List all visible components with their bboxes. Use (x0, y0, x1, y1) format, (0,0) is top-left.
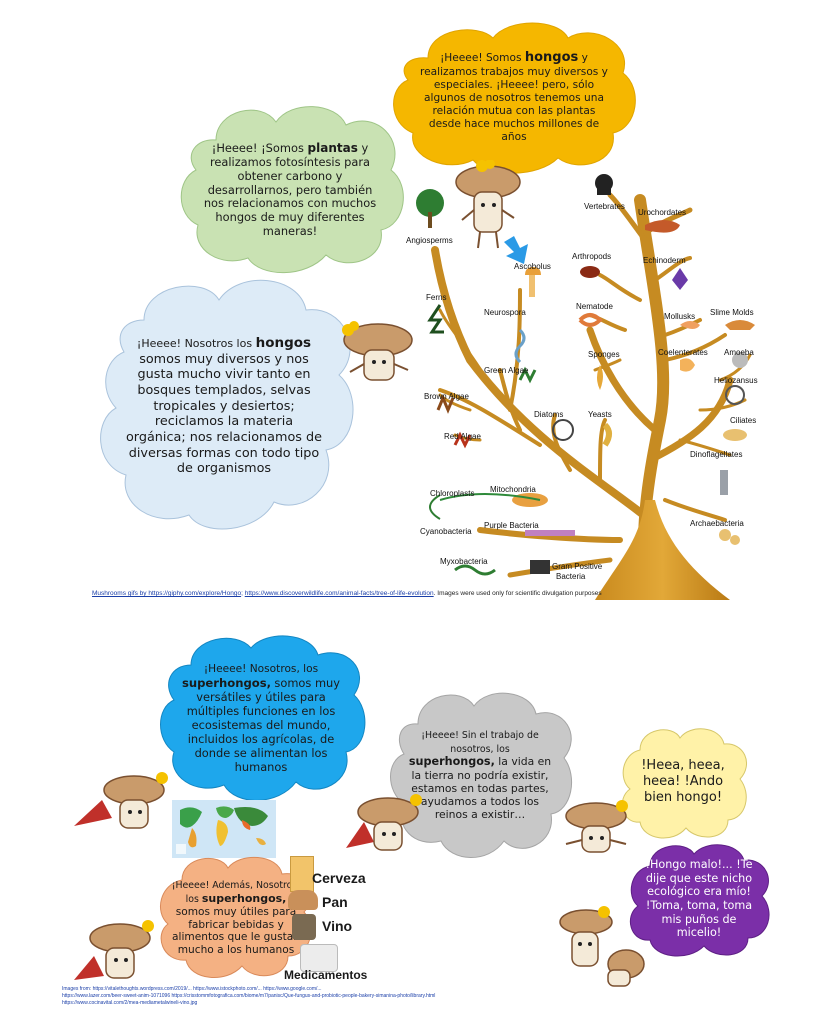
mushroom-character-icon (565, 800, 628, 853)
product-label-pan: Pan (322, 894, 348, 910)
speech-cloud-light-blue: ¡Heeee! Nosotros los hongos somos muy di… (94, 270, 356, 542)
label-gram-positive-bacteria: Bacteria (556, 572, 586, 581)
mushroom-character-icon (455, 160, 521, 249)
label-red-algae: Red Algae (444, 432, 481, 441)
label-brown-algae: Brown Algae (424, 392, 469, 401)
label-gram-positive: Gram Positive (552, 562, 603, 571)
tree-of-life-diagram (416, 174, 755, 600)
label-slime-molds: Slime Molds (710, 308, 754, 317)
label-nematode: Nematode (576, 302, 613, 311)
label-purple-bacteria: Purple Bacteria (484, 521, 539, 530)
label-coelenterates: Coelenterates (658, 348, 708, 357)
image-credits: Mushrooms gifs by https://giphy.com/expl… (92, 590, 602, 597)
world-map-image (172, 800, 276, 858)
speech-cloud-green: ¡Heeee! ¡Somos plantas y realizamos foto… (176, 100, 404, 278)
superhero-mushroom-icon (74, 772, 168, 829)
speech-cloud-blue: ¡Heeee! Nosotros, los superhongos, somos… (156, 630, 366, 806)
beer-image (290, 856, 314, 892)
product-label-medicamentos: Medicamentos (284, 968, 368, 982)
label-cyanobacteria: Cyanobacteria (420, 527, 472, 536)
label-dinoflagellates: Dinoflagellates (690, 450, 743, 459)
speech-cloud-purple: !Hongo malo!... !Te dije que este nicho … (626, 840, 772, 958)
bottom-credit-line-1[interactable]: Images from: https://vitalethoughts.word… (62, 986, 322, 992)
credit-link-giphy[interactable]: Mushrooms gifs by https://giphy.com/expl… (92, 590, 242, 597)
label-mitochondria: Mitochondria (490, 485, 536, 494)
label-green-algae: Green Algae (484, 366, 529, 375)
speech-cloud-grey: ¡Heeee! Sin el trabajo de nosotros, los … (386, 686, 573, 862)
label-vertebrates: Vertebrates (584, 202, 625, 211)
label-arthropods: Arthropods (572, 252, 612, 261)
mushroom-character-icon (342, 321, 413, 381)
product-label-vino: Vino (322, 918, 353, 934)
label-neurospora: Neurospora (484, 308, 526, 317)
label-angiosperms: Angiosperms (406, 236, 453, 245)
medicine-image (300, 944, 338, 972)
label-diatoms: Diatoms (534, 410, 564, 419)
label-chloroplasts: Chloroplasts (430, 489, 475, 498)
label-ferns: Ferns (426, 293, 447, 302)
label-echinoderm: Echinoderm (643, 256, 686, 265)
arrow-down-icon (504, 236, 528, 264)
bread-image (288, 890, 318, 910)
fighting-mushrooms-icon (559, 906, 645, 987)
speech-cloud-salmon: ¡Heeee! Además, Nosotros, los superhongo… (154, 852, 318, 982)
label-yeasts: Yeasts (588, 410, 612, 419)
speech-cloud-orange: ¡Heeee! Somos hongos y realizamos trabaj… (388, 18, 640, 178)
label-amoeba: Amoeba (724, 348, 754, 357)
label-ascobolus: Ascobolus (514, 262, 551, 271)
bottom-credit-line-3[interactable]: https://www.cocinavital.com/2/mea-mediam… (62, 1000, 198, 1006)
label-mollusks: Mollusks (664, 312, 696, 321)
label-sponges: Sponges (588, 350, 620, 359)
label-urochordates: Urochordates (638, 208, 687, 217)
label-archaebacteria: Archaebacteria (690, 519, 744, 528)
wine-image (292, 914, 316, 940)
superhero-mushroom-icon (74, 920, 154, 980)
label-myxobacteria: Myxobacteria (440, 557, 488, 566)
bottom-credit-line-2[interactable]: https://www.lazer.com/beer-sweet-anim-10… (62, 993, 436, 999)
label-heliozansus: Heliozansus (714, 376, 758, 385)
speech-cloud-yellow: !Heea, heea, heea! !Ando bien hongo! (618, 724, 748, 840)
credit-link-discoverwildlife[interactable]: https://www.discoverwildlife.com/animal-… (244, 590, 434, 597)
superhero-mushroom-icon (346, 794, 422, 851)
product-label-cerveza: Cerveza (312, 870, 366, 886)
label-ciliates: Ciliates (730, 416, 757, 425)
